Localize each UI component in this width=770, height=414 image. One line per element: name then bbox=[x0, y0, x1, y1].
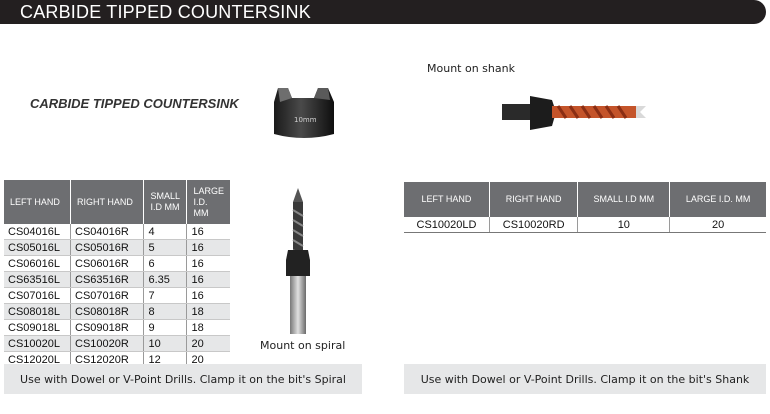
cell: 18 bbox=[186, 319, 230, 336]
cell: CS06016L bbox=[4, 255, 72, 272]
cell: 10 bbox=[143, 335, 188, 352]
cell: 8 bbox=[143, 303, 188, 320]
cell: 7 bbox=[143, 287, 188, 304]
cell: 9 bbox=[143, 319, 188, 336]
col-right-hand: RIGHT HAND bbox=[489, 182, 579, 217]
cell: CS07016L bbox=[4, 287, 72, 304]
col-small-id: SMALL I.D MM bbox=[577, 182, 671, 217]
cell: 16 bbox=[186, 271, 230, 288]
cell: CS63516L bbox=[4, 271, 72, 288]
cell: CS09018L bbox=[4, 319, 72, 336]
cell: 20 bbox=[669, 217, 766, 233]
cell: 18 bbox=[186, 303, 230, 320]
cell: 5 bbox=[143, 239, 188, 256]
cell: CS05016R bbox=[70, 239, 145, 256]
cell: CS10020RD bbox=[489, 217, 579, 233]
spiral-drill-image bbox=[286, 188, 310, 334]
cell: 16 bbox=[186, 287, 230, 304]
left-spec-table: LEFT HAND RIGHT HAND SMALL I.D MM LARGE … bbox=[4, 180, 230, 368]
cell: 6 bbox=[143, 255, 188, 272]
spiral-caption: Mount on spiral bbox=[260, 339, 346, 352]
col-large-id: LARGE I.D. MM bbox=[669, 182, 766, 217]
col-right-hand: RIGHT HAND bbox=[70, 180, 145, 224]
cell: CS04016L bbox=[4, 224, 72, 240]
countersink-marking: 10mm bbox=[294, 116, 317, 124]
cell: CS08018R bbox=[70, 303, 145, 320]
table-header-row: LEFT HAND RIGHT HAND SMALL I.D MM LARGE … bbox=[404, 182, 766, 217]
col-small-id: SMALL I.D MM bbox=[143, 180, 188, 224]
cell: CS04016R bbox=[70, 224, 145, 240]
shank-caption: Mount on shank bbox=[427, 62, 515, 75]
shank-drill-image bbox=[502, 96, 646, 130]
cell: 16 bbox=[186, 224, 230, 240]
cell: CS63516R bbox=[70, 271, 145, 288]
spiral-usage-note: Use with Dowel or V-Point Drills. Clamp … bbox=[4, 364, 362, 394]
col-left-hand: LEFT HAND bbox=[404, 182, 490, 217]
cell: 6.35 bbox=[143, 271, 188, 288]
table-header-row: LEFT HAND RIGHT HAND SMALL I.D MM LARGE … bbox=[4, 180, 230, 224]
countersink-image: 10mm bbox=[274, 88, 334, 138]
cell: 20 bbox=[186, 335, 230, 352]
cell: CS05016L bbox=[4, 239, 72, 256]
cell: CS10020R bbox=[70, 335, 145, 352]
cell: 12 bbox=[143, 351, 188, 368]
cell: 16 bbox=[186, 239, 230, 256]
shank-usage-note: Use with Dowel or V-Point Drills. Clamp … bbox=[404, 364, 766, 394]
cell: 16 bbox=[186, 255, 230, 272]
cell: CS09018R bbox=[70, 319, 145, 336]
cell: 4 bbox=[143, 224, 188, 240]
cell: CS06016R bbox=[70, 255, 145, 272]
cell: CS10020L bbox=[4, 335, 72, 352]
cell: CS07016R bbox=[70, 287, 145, 304]
cell: 20 bbox=[186, 351, 230, 368]
product-subtitle: CARBIDE TIPPED COUNTERSINK bbox=[30, 96, 239, 111]
cell: CS08018L bbox=[4, 303, 72, 320]
page-title: CARBIDE TIPPED COUNTERSINK bbox=[20, 2, 311, 22]
title-bar: CARBIDE TIPPED COUNTERSINK bbox=[0, 0, 766, 24]
right-spec-table: LEFT HAND RIGHT HAND SMALL I.D MM LARGE … bbox=[404, 182, 766, 233]
col-left-hand: LEFT HAND bbox=[4, 180, 72, 224]
cell: 10 bbox=[577, 217, 671, 233]
cell: CS10020LD bbox=[404, 217, 490, 233]
col-large-id: LARGE I.D. MM bbox=[186, 180, 230, 224]
